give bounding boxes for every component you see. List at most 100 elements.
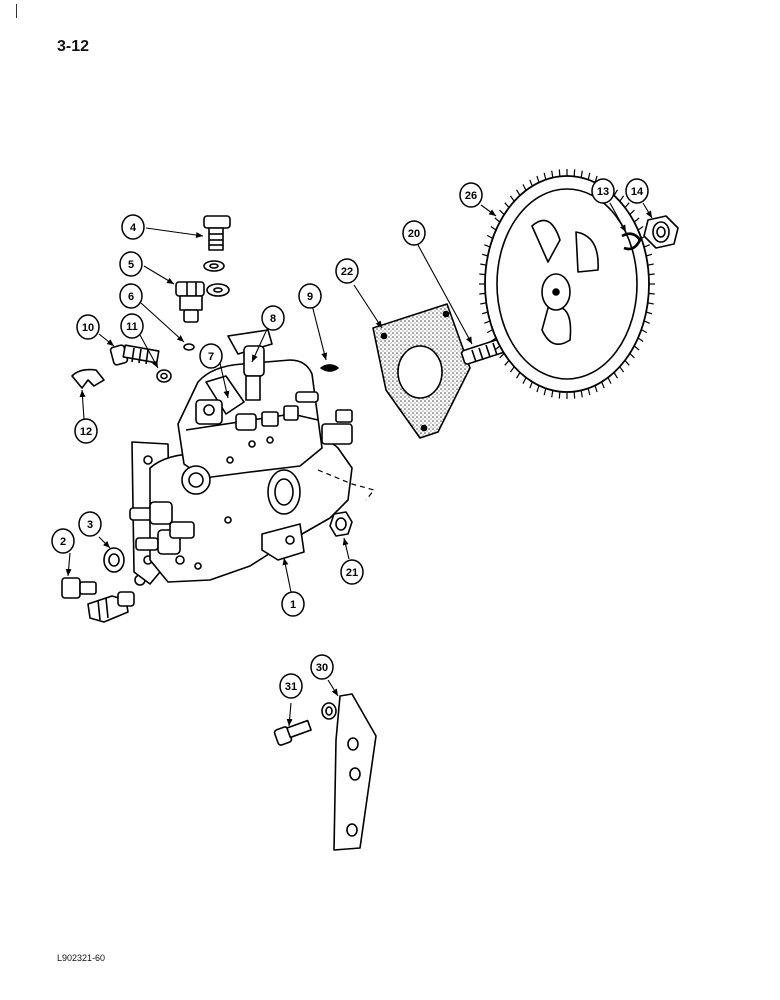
gear-tooth	[633, 345, 640, 351]
gear-tooth	[629, 352, 635, 359]
callout-label: 6	[128, 291, 134, 303]
callout-bubble	[340, 559, 364, 585]
gear-tooth	[637, 226, 644, 231]
callout-bubble	[310, 654, 334, 680]
gear-tooth	[624, 202, 630, 208]
gear-tooth	[522, 377, 527, 384]
callout-bubble	[402, 220, 426, 246]
gear-tooth	[607, 377, 612, 384]
callout-13: 13	[591, 178, 615, 204]
gear-tooth	[646, 253, 653, 257]
callout-bubble	[119, 251, 143, 277]
page-number: 3-12	[57, 38, 90, 55]
drive-gear-part	[479, 169, 655, 399]
callout-bubble	[625, 178, 649, 204]
gear-tooth	[504, 202, 510, 208]
callout-label: 31	[285, 681, 297, 693]
gear-tooth	[504, 360, 510, 366]
callout-3: 3	[78, 511, 102, 537]
callout-20: 20	[402, 220, 426, 246]
callout-bubble	[298, 283, 322, 309]
callout-label: 4	[130, 222, 137, 234]
gear-tooth	[629, 209, 635, 216]
callout-bubble	[121, 214, 145, 240]
callout-1: 1	[281, 591, 305, 617]
figure-code: L902321-60	[57, 953, 106, 963]
callout-bubble	[335, 258, 359, 284]
gear-tooth	[494, 345, 501, 351]
gear-tooth	[536, 385, 540, 393]
callout-30: 30	[310, 654, 334, 680]
gear-tooth	[551, 390, 554, 398]
gear-tooth	[624, 360, 630, 366]
gear-tooth	[558, 391, 561, 399]
gear-tooth	[573, 169, 576, 177]
callout-bubble	[74, 418, 98, 444]
gear-tooth	[536, 175, 540, 183]
callout-label: 1	[290, 599, 296, 611]
bolt-10-part	[109, 344, 160, 366]
injection-pump-part	[129, 329, 353, 585]
callout-label: 7	[208, 351, 214, 363]
callout-bubble	[119, 283, 143, 309]
callout-5: 5	[119, 251, 143, 277]
callout-6: 6	[119, 283, 143, 309]
gear-tooth	[573, 391, 576, 399]
callout-bubble	[459, 182, 483, 208]
callout-label: 9	[307, 291, 313, 303]
callout-bubble	[76, 314, 100, 340]
callout-label: 2	[60, 536, 66, 548]
gear-tooth	[480, 263, 487, 266]
gear-tooth	[551, 170, 554, 178]
callout-21: 21	[340, 559, 364, 585]
callout-bubble	[261, 305, 285, 331]
callout-bubble	[281, 591, 305, 617]
callout-22: 22	[335, 258, 359, 284]
callout-bubble	[120, 313, 144, 339]
callout-label: 21	[346, 567, 358, 579]
callout-14: 14	[625, 178, 649, 204]
gear-tooth	[580, 390, 583, 398]
callout-label: 12	[80, 426, 92, 438]
callout-12: 12	[74, 418, 98, 444]
callout-label: 30	[316, 662, 328, 674]
gear-tooth	[509, 195, 515, 202]
margin-mark	[16, 4, 17, 18]
callout-label: 5	[128, 259, 134, 271]
gear-tooth	[509, 366, 515, 373]
gear-tooth	[499, 209, 505, 216]
callout-7: 7	[199, 343, 223, 369]
callout-label: 11	[126, 321, 138, 333]
gear-tooth	[515, 372, 521, 379]
gear-tooth	[484, 244, 491, 248]
gear-tooth	[601, 381, 605, 389]
gear-tooth	[648, 292, 655, 295]
gear-tooth	[587, 172, 591, 180]
callout-label: 13	[597, 186, 609, 198]
gear-tooth	[619, 366, 625, 373]
callout-bubble	[51, 528, 75, 554]
gear-tooth	[486, 234, 493, 239]
callout-label: 20	[408, 228, 420, 240]
gear-tooth	[619, 195, 625, 202]
gear-tooth	[647, 302, 654, 305]
callout-label: 22	[341, 266, 353, 278]
gear-tooth	[515, 189, 521, 196]
callout-bubble	[199, 343, 223, 369]
bracket-part	[333, 693, 377, 851]
gear-tooth	[494, 217, 501, 223]
gear-tooth	[641, 329, 648, 334]
gear-tooth	[633, 217, 640, 223]
gear-tooth	[594, 385, 598, 393]
gear-tooth	[646, 311, 653, 315]
gear-tooth	[490, 337, 497, 342]
gear-tooth	[481, 311, 488, 315]
gear-tooth	[479, 292, 486, 295]
callout-2: 2	[51, 528, 75, 554]
gear-tooth	[643, 320, 650, 324]
fitting-part	[175, 281, 205, 323]
callout-bubble	[78, 511, 102, 537]
fitting-part	[87, 591, 135, 623]
